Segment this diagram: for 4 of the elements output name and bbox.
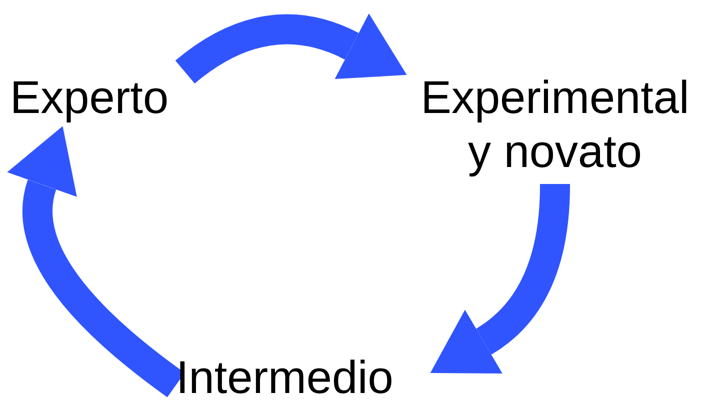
stage-label: Experimental y novato (405, 70, 705, 178)
stage-label: Intermedio (176, 350, 432, 401)
arrow (432, 184, 570, 376)
stage-label: Experto (10, 70, 190, 124)
